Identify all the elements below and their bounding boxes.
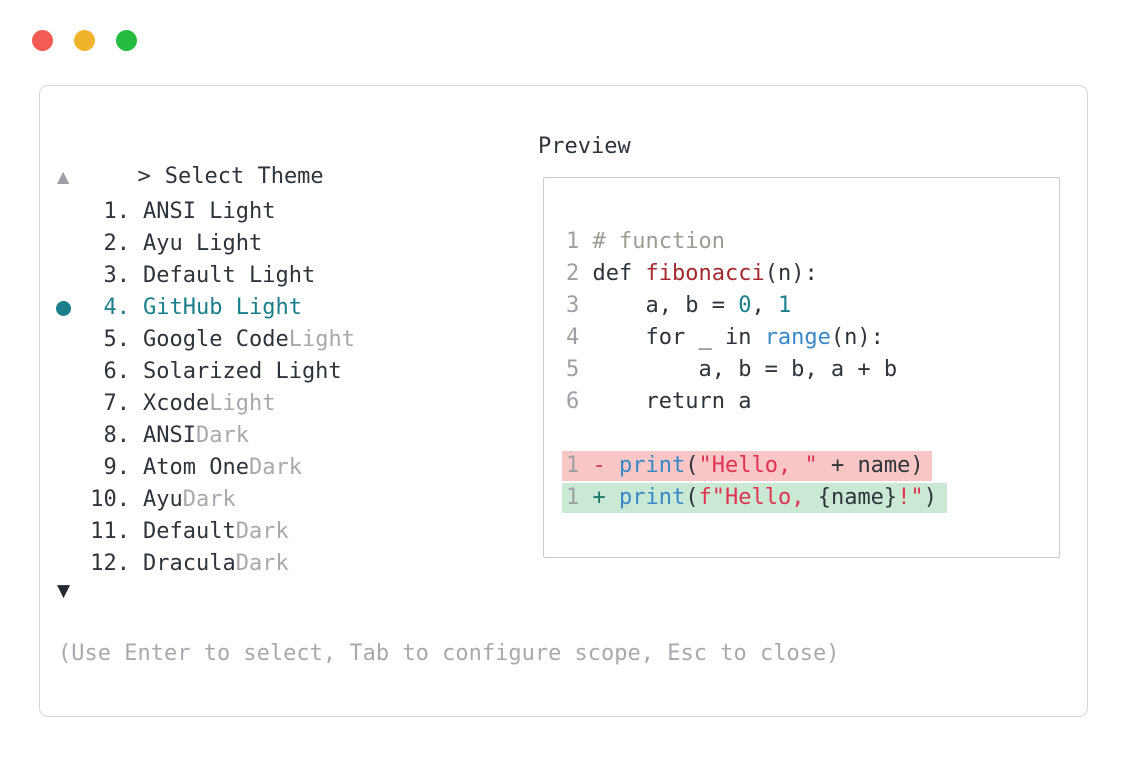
code-line: 5 a, b = b, a + b: [566, 357, 898, 382]
theme-number: 1.: [103, 199, 131, 224]
theme-list-item[interactable]: 9. Atom One Dark: [40, 452, 520, 484]
prompt-line: > Select Theme: [58, 132, 324, 222]
theme-variant: Light: [288, 327, 355, 352]
theme-name: Dracula: [143, 551, 236, 576]
theme-list-item[interactable]: 5. Google Code Light: [40, 324, 520, 356]
theme-name: Google Code: [143, 327, 289, 352]
line-number: 3: [566, 293, 593, 318]
theme-selector-window: > Select Theme Preview ▲ 1. ANSI Light 2. Ay…: [39, 85, 1088, 717]
window-controls: [32, 30, 137, 51]
theme-name: ANSI: [143, 423, 196, 448]
code-line: 1 # function: [566, 229, 725, 254]
code-line: 3 a, b = 0, 1: [566, 293, 792, 318]
theme-name: Xcode: [143, 391, 210, 416]
selected-bullet-icon: [56, 300, 71, 316]
theme-name: Default Light: [143, 263, 316, 288]
theme-list-item[interactable]: 1. ANSI Light: [40, 196, 520, 228]
theme-list-item[interactable]: 4. GitHub Light: [40, 292, 520, 324]
line-number: 2: [566, 261, 593, 286]
theme-name: Solarized Light: [143, 359, 342, 384]
theme-name: Atom One: [143, 455, 249, 480]
theme-name: Ayu: [143, 487, 183, 512]
theme-number: 5.: [103, 327, 131, 352]
theme-number: 2.: [103, 231, 131, 256]
selection-bullet-slot: [56, 300, 84, 316]
theme-list-item[interactable]: 12. Dracula Dark: [40, 548, 520, 580]
line-number: 6: [566, 389, 593, 414]
theme-number: 4.: [103, 295, 131, 320]
theme-list-item[interactable]: 8. ANSI Dark: [40, 420, 520, 452]
line-number: 1: [566, 485, 593, 510]
theme-number: 11.: [90, 519, 130, 544]
code-line: 1 - print("Hello, " + name): [562, 450, 1059, 482]
theme-name: ANSI Light: [143, 199, 276, 224]
theme-list: 1. ANSI Light 2. Ayu Light 3. Default Light 4.…: [40, 196, 520, 580]
preview-label: Preview: [538, 134, 631, 159]
line-number: 4: [566, 325, 593, 350]
theme-list-item[interactable]: 3. Default Light: [40, 260, 520, 292]
code-line: 6 return a: [566, 389, 752, 414]
prompt-caret-icon: >: [137, 164, 151, 189]
theme-variant: Light: [209, 391, 276, 416]
line-number: 1: [566, 453, 593, 478]
theme-list-item[interactable]: 6. Solarized Light: [40, 356, 520, 388]
code-line: 1 + print(f"Hello, {name}!"): [562, 482, 1059, 514]
scroll-up-icon[interactable]: ▲: [57, 167, 70, 186]
theme-list-item[interactable]: 7. Xcode Light: [40, 388, 520, 420]
line-number: 1: [566, 229, 593, 254]
theme-name: Ayu Light: [143, 231, 263, 256]
theme-variant: Dark: [182, 487, 236, 512]
theme-list-item[interactable]: 11. Default Dark: [40, 516, 520, 548]
theme-number: 3.: [103, 263, 131, 288]
theme-number: 8.: [103, 423, 131, 448]
theme-list-item[interactable]: 2. Ayu Light: [40, 228, 520, 260]
theme-number: 12.: [90, 551, 130, 576]
theme-number: 7.: [103, 391, 131, 416]
theme-name: GitHub Light: [143, 295, 302, 320]
theme-variant: Dark: [235, 519, 289, 544]
theme-name: Default: [143, 519, 236, 544]
minimize-button[interactable]: [74, 30, 95, 51]
theme-variant: Dark: [235, 551, 289, 576]
code-line: 4 for _ in range(n):: [566, 325, 884, 350]
page-title: Select Theme: [164, 164, 324, 189]
help-text: (Use Enter to select, Tab to configure s…: [58, 641, 840, 666]
theme-variant: Dark: [195, 423, 249, 448]
close-button[interactable]: [32, 30, 53, 51]
scroll-down-icon[interactable]: ▼: [57, 581, 71, 601]
theme-number: 10.: [90, 487, 130, 512]
theme-number: 6.: [103, 359, 131, 384]
maximize-button[interactable]: [116, 30, 137, 51]
preview-pane: 1 # function 2 def fibonacci(n): 3 a, b = …: [543, 177, 1060, 558]
theme-number: 9.: [103, 455, 131, 480]
code-line: [566, 418, 1059, 450]
line-number: 5: [566, 357, 593, 382]
theme-variant: Dark: [248, 455, 302, 480]
theme-list-item[interactable]: 10. Ayu Dark: [40, 484, 520, 516]
code-preview: 1 # function 2 def fibonacci(n): 3 a, b = …: [544, 178, 1059, 514]
code-line: 2 def fibonacci(n):: [566, 261, 818, 286]
